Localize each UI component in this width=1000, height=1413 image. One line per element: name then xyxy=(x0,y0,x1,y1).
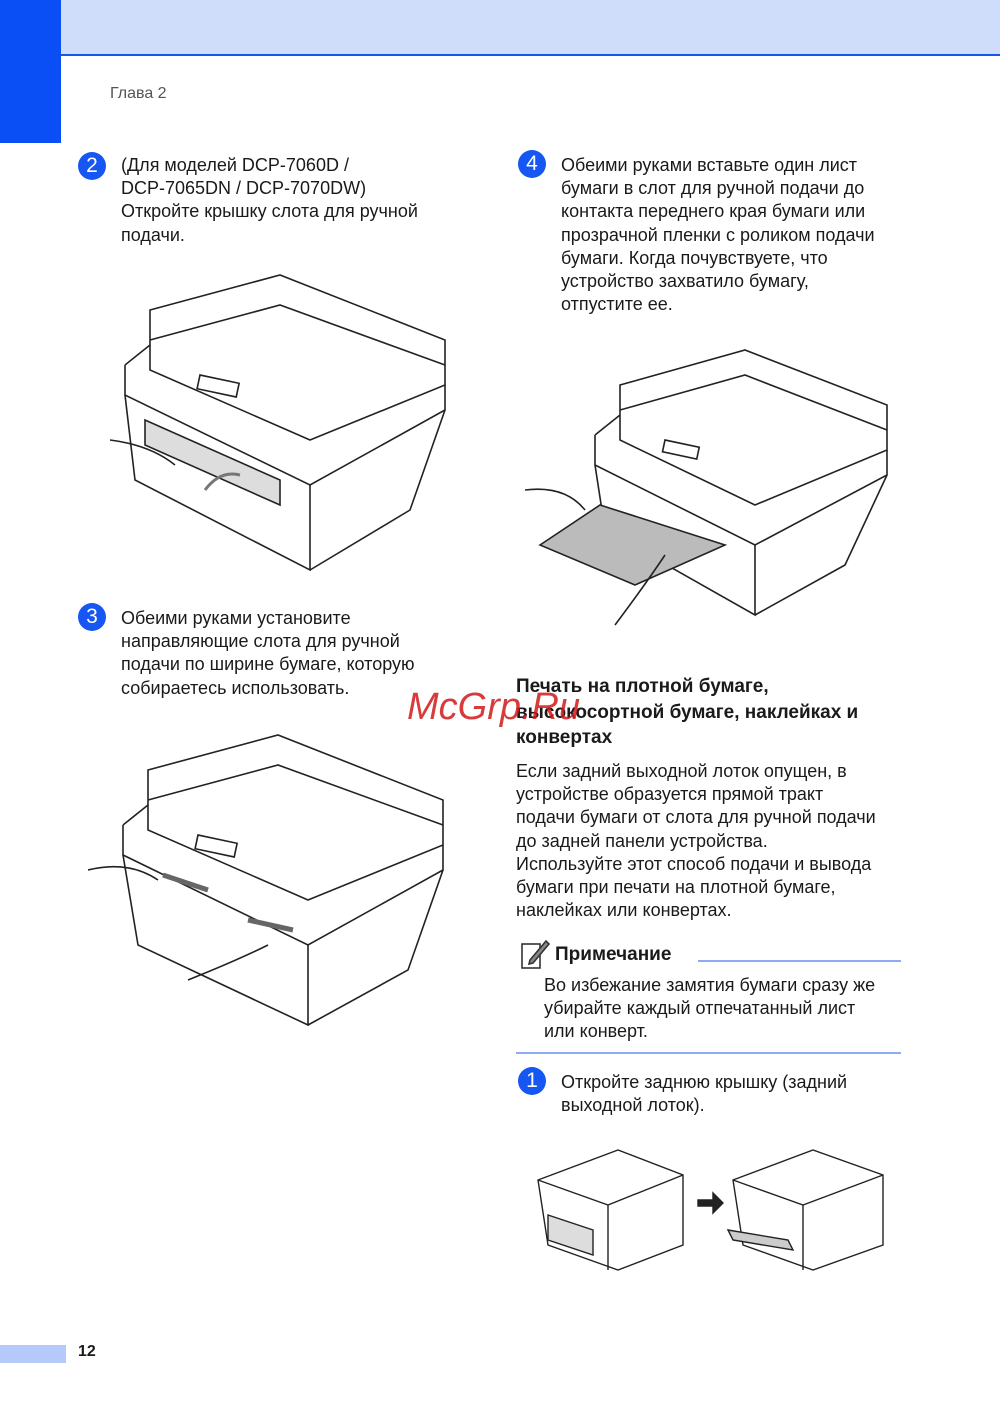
section-body: Если задний выходной лоток опущен, в уст… xyxy=(516,761,876,921)
step-number: 3 xyxy=(78,603,106,631)
step-number: 1 xyxy=(518,1067,546,1095)
printer-illustration-adjust-guides xyxy=(88,734,444,1027)
step-text: Обеими руками вставьте один лист бумаги … xyxy=(561,155,875,315)
section-heading: Печать на плотной бумаге, высокосортной … xyxy=(516,676,859,748)
printer-illustration-rear-cover xyxy=(537,1149,884,1271)
note-divider xyxy=(698,960,901,962)
page-number: 12 xyxy=(78,1343,96,1360)
step-text: Обеими руками установите направляющие сл… xyxy=(121,608,415,698)
step-text: Откройте заднюю крышку (задний выходной … xyxy=(561,1072,848,1116)
step-number: 2 xyxy=(78,152,106,180)
note-bottom-divider xyxy=(516,1052,901,1054)
step-number: 4 xyxy=(518,150,546,178)
printer-illustration-open-cover xyxy=(110,274,446,572)
printer-illustration-insert-paper xyxy=(525,349,888,626)
step-text: (Для моделей DCP-7060D / DCP-7065DN / DC… xyxy=(121,155,418,245)
note-title: Примечание xyxy=(555,944,672,965)
note-body: Во избежание замятия бумаги сразу же уби… xyxy=(544,975,876,1042)
footer-band xyxy=(0,1345,66,1363)
note-pencil-icon xyxy=(521,939,550,969)
chapter-tab xyxy=(0,0,61,143)
watermark: McGrp.Ru xyxy=(407,686,581,728)
header-band xyxy=(61,0,1000,56)
chapter-label: Глава 2 xyxy=(110,85,167,102)
